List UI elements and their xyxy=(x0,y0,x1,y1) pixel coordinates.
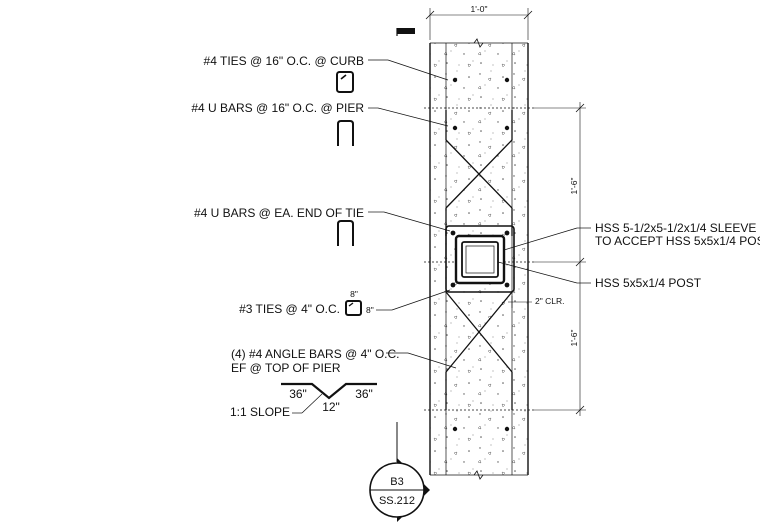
section-cut-mark xyxy=(397,28,415,34)
hss-post xyxy=(461,241,499,278)
dim-width-top: 1'-0" xyxy=(425,4,533,40)
callout-u-bars-pier: #4 U BARS @ 16" O.C. @ PIER xyxy=(191,101,449,146)
label-sleeve-1: HSS 5-1/2x5-1/2x1/4 SLEEVE xyxy=(595,221,756,235)
section-tag: B3 SS.212 xyxy=(369,422,430,522)
tie-3-shape-icon xyxy=(345,300,362,316)
section-tag-sheet: SS.212 xyxy=(379,495,415,507)
label-post: HSS 5x5x1/4 POST xyxy=(595,276,702,290)
callout-u-bars-end: #4 U BARS @ EA. END OF TIE xyxy=(194,206,451,246)
callout-angle-bars: (4) #4 ANGLE BARS @ 4" O.C. EF @ TOP OF … xyxy=(231,347,457,375)
bend-mid-label: 12" xyxy=(322,400,340,414)
slope-label: 1:1 SLOPE xyxy=(230,405,290,419)
tie-shape-icon xyxy=(336,71,354,93)
angle-bars xyxy=(445,110,513,410)
u-bar-shape-icon xyxy=(337,120,354,146)
callout-sleeve: HSS 5-1/2x5-1/2x1/4 SLEEVE TO ACCEPT HSS… xyxy=(503,221,760,251)
u-bar-end-shape-icon xyxy=(337,220,354,246)
label-sleeve-2: TO ACCEPT HSS 5x5x1/4 POST xyxy=(595,234,760,248)
callout-post: HSS 5x5x1/4 POST xyxy=(497,261,702,290)
callout-ties-3: #3 TIES @ 4" O.C. 8" 8" xyxy=(239,289,451,316)
label-u-bars-end: #4 U BARS @ EA. END OF TIE xyxy=(194,206,364,220)
dim-vertical: 1'-6" 1'-6" xyxy=(534,102,586,416)
bent-bar-diagram: 36" 36" 12" 1:1 SLOPE xyxy=(230,382,377,419)
dim-clr-label: 2" CLR. xyxy=(535,296,564,306)
callout-ties-curb: #4 TIES @ 16" O.C. @ CURB xyxy=(204,54,449,93)
label-ties-3: #3 TIES @ 4" O.C. xyxy=(239,302,340,316)
tie-dim-top: 8" xyxy=(350,289,358,299)
dim-width-top-label: 1'-0" xyxy=(471,4,488,14)
section-tag-number: B3 xyxy=(390,476,403,488)
label-ties-curb: #4 TIES @ 16" O.C. @ CURB xyxy=(204,54,364,68)
dim-clear-cover: 2" CLR. xyxy=(508,296,564,308)
bend-left-label: 36" xyxy=(289,387,307,401)
bend-right-label: 36" xyxy=(355,387,373,401)
pier-tie xyxy=(445,225,515,293)
rebar-dots xyxy=(452,77,510,432)
label-angle-bars-1: (4) #4 ANGLE BARS @ 4" O.C. xyxy=(231,347,400,361)
dim-lower-label: 1'-6" xyxy=(569,330,579,347)
label-u-bars-pier: #4 U BARS @ 16" O.C. @ PIER xyxy=(191,101,364,115)
tie-dim-side: 8" xyxy=(366,305,374,315)
dim-upper-label: 1'-6" xyxy=(569,178,579,195)
label-angle-bars-2: EF @ TOP OF PIER xyxy=(231,361,341,375)
